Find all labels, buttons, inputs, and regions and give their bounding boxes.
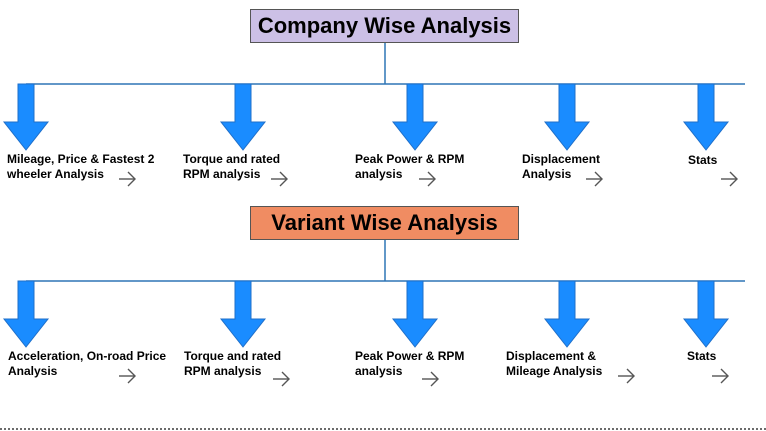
company-wise-analysis-title: Company Wise Analysis xyxy=(250,9,519,43)
company-item-stats[interactable]: Stats xyxy=(688,153,717,168)
item-label-line1: Stats xyxy=(688,153,718,167)
variant-down-arrow-icon xyxy=(219,280,267,348)
item-label-line2: Mileage Analysis xyxy=(506,364,603,378)
company-item-mileage-price-fastest[interactable]: Mileage, Price & Fastest 2 wheeler Analy… xyxy=(7,152,154,182)
variant-down-arrow-icon xyxy=(2,280,50,348)
item-label-line1: Peak Power & RPM xyxy=(355,349,465,363)
item-label-line1: Displacement & xyxy=(506,349,597,363)
variant-right-arrow-icon[interactable] xyxy=(711,367,731,385)
item-label-line1: Acceleration, On-road Price xyxy=(8,349,167,363)
variant-right-arrow-icon[interactable] xyxy=(617,367,637,385)
variant-item-peak-power-rpm[interactable]: Peak Power & RPM analysis xyxy=(355,349,464,379)
company-down-arrow-icon xyxy=(682,83,730,151)
company-down-arrow-icon xyxy=(391,83,439,151)
variant-right-arrow-icon[interactable] xyxy=(118,367,138,385)
variant-down-arrow-icon xyxy=(391,280,439,348)
item-label-line1: Torque and rated xyxy=(183,152,281,166)
variant-item-stats[interactable]: Stats xyxy=(687,349,716,364)
company-right-arrow-icon[interactable] xyxy=(585,170,605,188)
item-label-line1: Stats xyxy=(687,349,717,363)
variant-item-displacement-mileage[interactable]: Displacement & Mileage Analysis xyxy=(506,349,602,379)
company-right-arrow-icon[interactable] xyxy=(118,170,138,188)
variant-item-acceleration-price[interactable]: Acceleration, On-road Price Analysis xyxy=(8,349,166,379)
company-down-arrow-icon xyxy=(219,83,267,151)
item-label-line1: Displacement xyxy=(522,152,601,166)
company-item-torque-rpm[interactable]: Torque and rated RPM analysis xyxy=(183,152,280,182)
dotted-divider xyxy=(0,428,766,430)
item-label-line2: RPM analysis xyxy=(184,364,262,378)
company-right-arrow-icon[interactable] xyxy=(270,170,290,188)
variant-wise-analysis-title: Variant Wise Analysis xyxy=(250,206,519,240)
variant-down-arrow-icon xyxy=(682,280,730,348)
item-label-line2: Analysis xyxy=(522,167,572,181)
item-label-line1: Mileage, Price & Fastest 2 xyxy=(7,152,155,166)
variant-down-arrow-icon xyxy=(543,280,591,348)
company-down-arrow-icon xyxy=(543,83,591,151)
company-down-arrow-icon xyxy=(2,83,50,151)
item-label-line1: Torque and rated xyxy=(184,349,282,363)
company-right-arrow-icon[interactable] xyxy=(418,170,438,188)
item-label-line2: Analysis xyxy=(8,364,58,378)
variant-right-arrow-icon[interactable] xyxy=(421,370,441,388)
item-label-line1: Peak Power & RPM xyxy=(355,152,465,166)
company-right-arrow-icon[interactable] xyxy=(720,170,740,188)
item-label-line2: analysis xyxy=(355,167,403,181)
item-label-line2: wheeler Analysis xyxy=(7,167,104,181)
item-label-line2: analysis xyxy=(355,364,403,378)
company-item-peak-power-rpm[interactable]: Peak Power & RPM analysis xyxy=(355,152,464,182)
item-label-line2: RPM analysis xyxy=(183,167,261,181)
variant-item-torque-rpm[interactable]: Torque and rated RPM analysis xyxy=(184,349,281,379)
company-item-displacement[interactable]: Displacement Analysis xyxy=(522,152,600,182)
variant-right-arrow-icon[interactable] xyxy=(272,370,292,388)
